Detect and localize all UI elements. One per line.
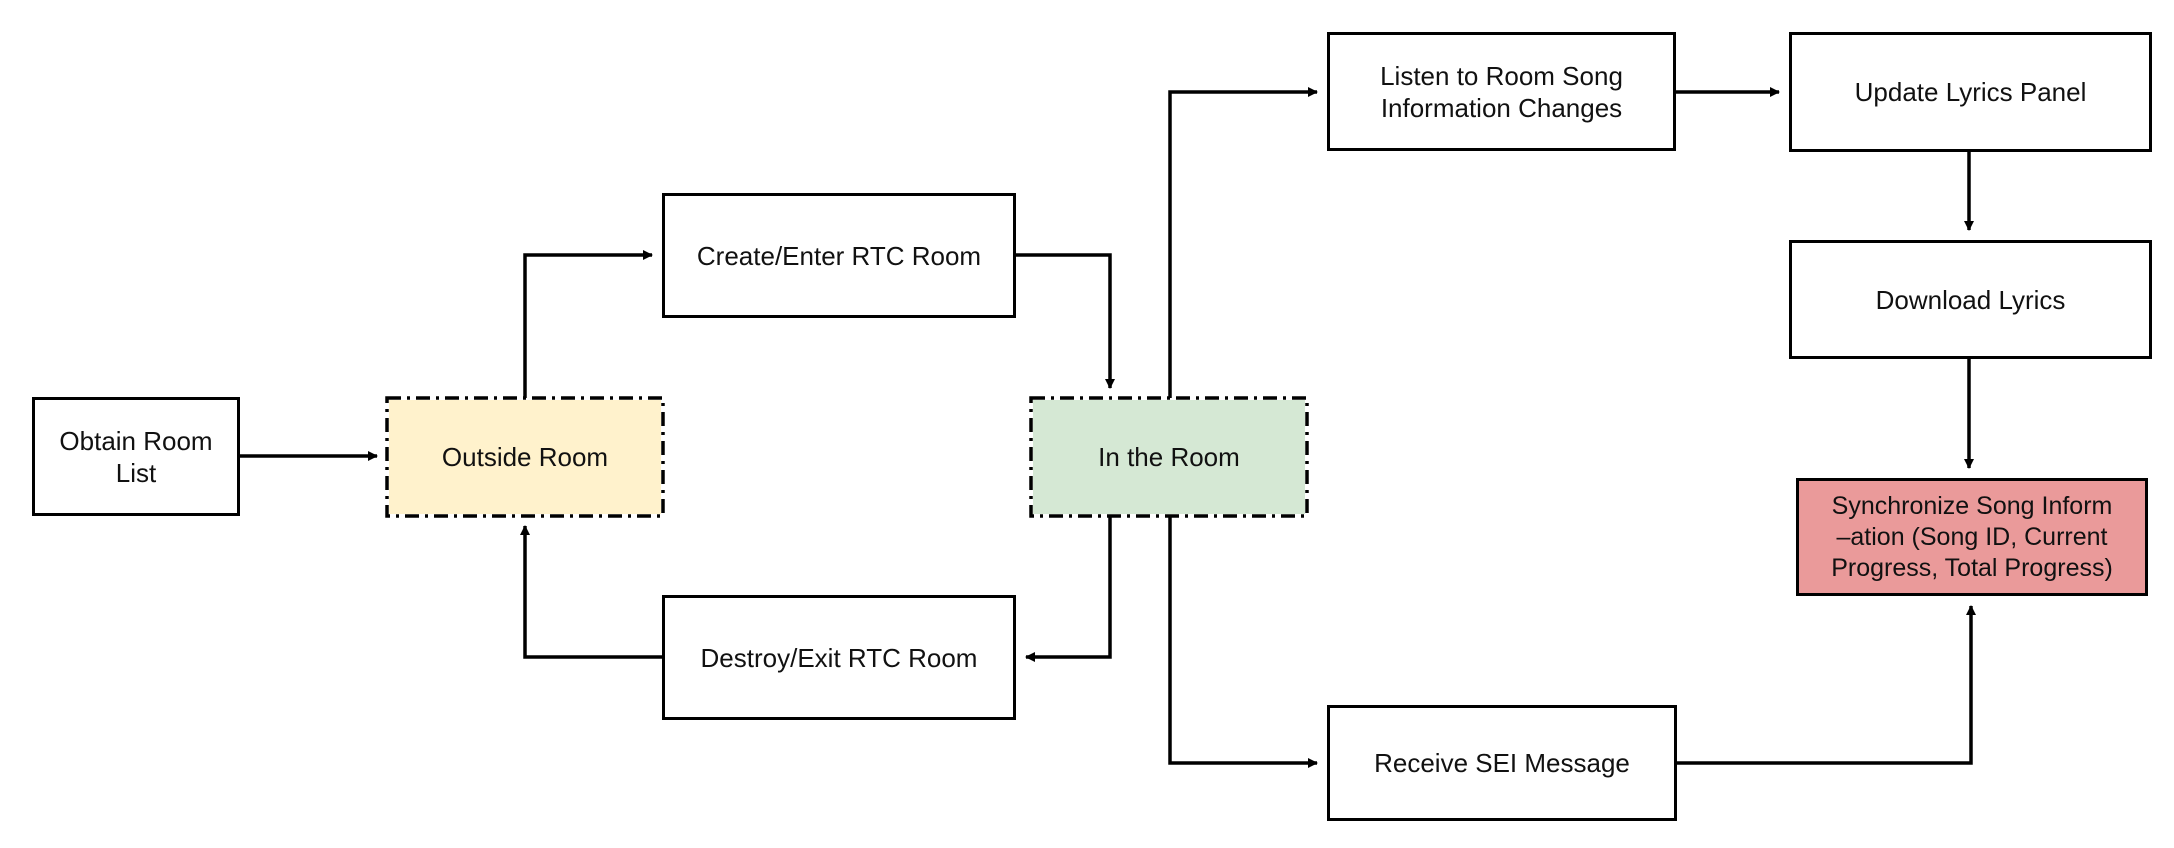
edge-in-room-to-destroy — [1025, 516, 1112, 662]
receive-sei-message-node: Receive SEI Message — [1327, 705, 1677, 821]
obtain-room-list-node: Obtain Room List — [32, 397, 240, 516]
in-the-room-node: In the Room — [1033, 400, 1305, 514]
edge-create-to-in-room — [1016, 253, 1115, 389]
create-enter-rtc-room-node: Create/Enter RTC Room — [662, 193, 1016, 318]
download-lyrics-node: Download Lyrics — [1789, 240, 2152, 359]
destroy-exit-rtc-room-node: Destroy/Exit RTC Room — [662, 595, 1016, 720]
edge-outside-to-create — [523, 250, 653, 398]
edge-receive-to-sync — [1677, 605, 1976, 765]
outside-room-node: Outside Room — [389, 400, 661, 514]
edge-destroy-to-outside — [520, 525, 662, 659]
synchronize-song-info-node: Synchronize Song Inform –ation (Song ID,… — [1796, 478, 2148, 596]
edge-in-room-to-receive — [1168, 516, 1318, 768]
update-lyrics-panel-node: Update Lyrics Panel — [1789, 32, 2152, 152]
listen-song-changes-node: Listen to Room Song Information Changes — [1327, 32, 1676, 151]
edge-in-room-to-listen — [1168, 87, 1318, 398]
